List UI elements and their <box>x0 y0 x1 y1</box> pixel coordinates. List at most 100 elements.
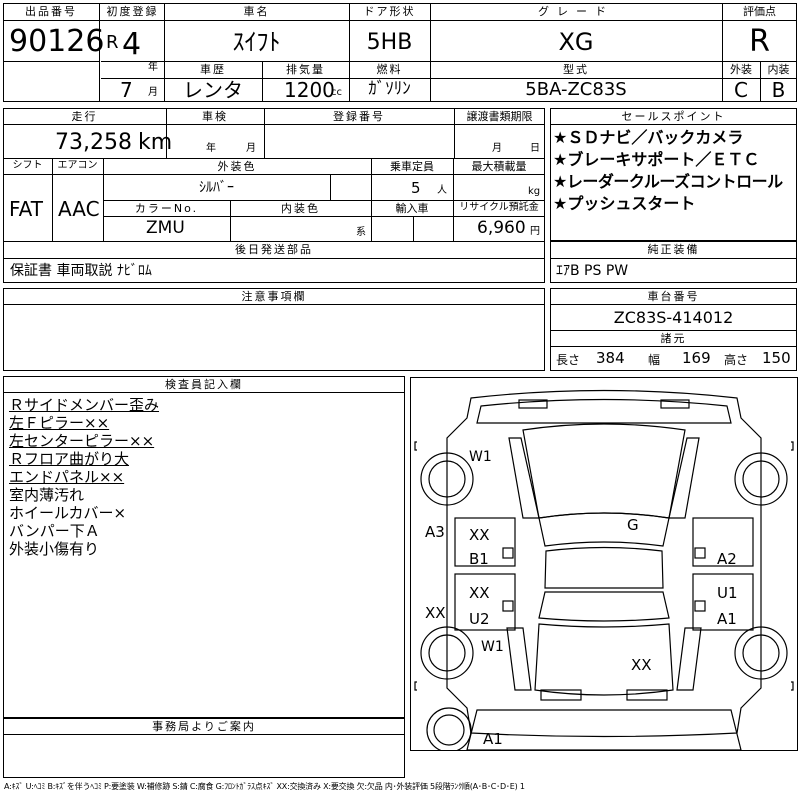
equipment: ｴｱB PS PW <box>556 263 629 279</box>
inspection-label: 車検 <box>202 110 228 123</box>
displacement-label: 排気量 <box>286 63 325 76</box>
inspector-box <box>3 376 405 718</box>
first-reg-month: 7 <box>120 78 133 102</box>
sales-point: ★ブレーキサポート／ＥＴＣ <box>553 150 760 169</box>
mark-xx-door-2: XX <box>469 584 490 602</box>
recycle-fee: 6,960 <box>477 218 526 238</box>
dims-label: 諸元 <box>660 332 687 345</box>
score-label: 評価点 <box>743 5 776 18</box>
shift-label: シフト <box>12 160 43 171</box>
mark-a1-bottom: A1 <box>483 730 503 748</box>
inspector-notes: Ｒサイドメンバー歪み 左Ｆピラー×× 左センターピラー×× Ｒフロア曲がり大 エ… <box>9 396 159 558</box>
ext-color-label: 外装色 <box>217 160 257 173</box>
ac-label: エアコン <box>57 160 98 171</box>
inspector-label: 検査員記入欄 <box>165 378 243 391</box>
mark-a2: A2 <box>717 550 737 568</box>
sales-point: ★プッシュスタート <box>553 194 696 213</box>
car-name: ｽｲﾌﾄ <box>232 28 281 56</box>
year-unit: 年 <box>148 62 158 73</box>
length: 384 <box>596 349 625 367</box>
mileage-label: 走行 <box>71 110 98 123</box>
mark-xx-left: XX <box>425 604 446 622</box>
header-table <box>3 3 797 102</box>
details-table <box>3 108 545 283</box>
mark-g: G <box>627 516 639 534</box>
sales-points-label: セールスポイント <box>621 110 726 123</box>
sales-point: ★ＳＤナビ／バックカメラ <box>553 128 744 147</box>
ext-color: ｼﾙﾊﾞｰ <box>199 180 234 196</box>
int-color-label: 内装色 <box>281 202 320 215</box>
mark-w1-bottom: W1 <box>481 639 504 655</box>
notes-box <box>3 288 545 371</box>
history-label: 車歴 <box>200 63 226 76</box>
inspection-month-unit: 月 <box>246 143 256 154</box>
mark-u2: U2 <box>469 610 490 628</box>
car-outline-diagram <box>414 389 794 750</box>
chassis-box <box>550 288 797 371</box>
import-label: 輸入車 <box>395 202 429 215</box>
inspection-year-unit: 年 <box>206 143 216 154</box>
capacity-unit: 人 <box>437 185 447 196</box>
transfer-label: 譲渡書類期限 <box>466 110 533 123</box>
displacement: 1200 <box>284 78 335 102</box>
inspector-line: 外装小傷有り <box>9 540 100 558</box>
mark-a3: A3 <box>425 523 445 541</box>
mark-xx-rear: XX <box>631 656 652 674</box>
sales-points-box <box>550 108 797 241</box>
inspector-line: 室内薄汚れ <box>9 486 85 504</box>
notes-label: 注意事項欄 <box>241 290 307 303</box>
grade-label: グレード <box>538 5 614 18</box>
mark-w1-top: W1 <box>469 449 492 465</box>
first-reg-year: 4 <box>122 27 142 62</box>
door-label: ドア形状 <box>363 5 416 18</box>
chassis-label: 車台番号 <box>647 290 700 303</box>
grade: XG <box>558 28 594 56</box>
capacity: 5 <box>411 179 421 197</box>
mark-a1-right: A1 <box>717 610 737 628</box>
recycle-unit: 円 <box>530 226 540 237</box>
mark-xx-door-1: XX <box>469 526 490 544</box>
later-parts-label: 後日発送部品 <box>235 243 313 256</box>
fuel-label: 燃料 <box>376 63 403 76</box>
era: R <box>106 32 119 53</box>
displacement-unit: cc <box>331 87 342 98</box>
transfer-month-unit: 月 <box>492 143 502 154</box>
equipment-label: 純正装備 <box>647 243 700 256</box>
model: 5BA-ZC83S <box>525 79 627 100</box>
inspector-line: Ｒサイドメンバー歪み <box>9 396 160 414</box>
recycle-label: リサイクル預託金 <box>459 202 539 213</box>
fuel: ｶﾞｿﾘﾝ <box>368 79 411 99</box>
interior-grade: B <box>771 78 786 102</box>
color-no-label: カラーNo. <box>134 202 199 215</box>
exterior-label: 外装 <box>730 63 752 76</box>
inspector-line: ホイールカバー× <box>9 504 127 522</box>
height-label: 高さ <box>724 353 749 367</box>
capacity-label: 乗車定員 <box>390 160 434 173</box>
registration-label: 登録番号 <box>333 110 385 123</box>
mileage-unit: km <box>138 130 173 155</box>
max-load-label: 最大積載量 <box>471 160 527 173</box>
sales-point: ★レーダークルーズコントロール <box>553 172 783 191</box>
damage-diagram: W1 G A3 XX B1 XX U2 XX W1 A2 U1 A1 XX A1 <box>410 377 798 751</box>
mark-u1: U1 <box>717 584 738 602</box>
shift: FAT <box>9 197 44 221</box>
exterior-grade: C <box>734 78 748 102</box>
month-unit: 月 <box>148 87 158 98</box>
ac: AAC <box>58 197 100 221</box>
chassis-number: ZC83S-414012 <box>613 308 734 327</box>
equipment-box <box>550 241 797 283</box>
door: 5HB <box>366 30 413 55</box>
max-load-unit: kg <box>528 186 541 197</box>
first-reg-label: 初度登録 <box>106 5 159 18</box>
inspector-line: Ｒフロア曲がり大 <box>9 450 130 468</box>
transfer-day-unit: 日 <box>530 143 540 154</box>
mark-b1: B1 <box>469 550 489 568</box>
legend: A:ｷｽﾞ U:ﾍｺﾐ B:ｷｽﾞを伴うﾍｺﾐ P:要塗装 W:補修跡 S:錆 … <box>4 782 525 791</box>
later-parts: 保証書 車両取説 ﾅﾋﾞﾛﾑ <box>10 263 152 279</box>
height: 150 <box>762 349 791 367</box>
inspector-line: 左Ｆピラー×× <box>9 414 110 432</box>
office-label: 事務局よりご案内 <box>152 720 256 733</box>
mileage: 73,258 <box>55 130 132 155</box>
width: 169 <box>682 349 711 367</box>
length-label: 長さ <box>556 353 581 367</box>
